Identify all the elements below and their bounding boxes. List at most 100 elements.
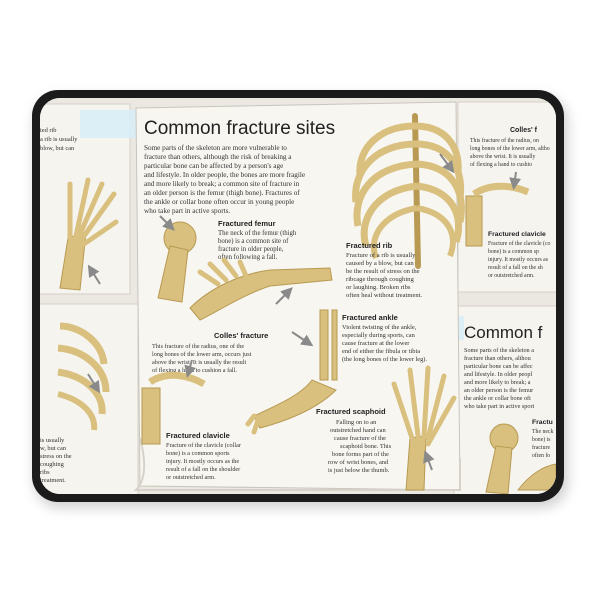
svg-text:or laughing. Broken ribs: or laughing. Broken ribs (346, 284, 411, 291)
intro-line: an older person is the femur (thigh bone… (144, 189, 300, 197)
svg-text:Some parts of the skeleton a: Some parts of the skeleton a (464, 347, 534, 354)
svg-text:caused by a blow, but can: caused by a blow, but can (346, 260, 414, 267)
right-poster-title: Common f (464, 323, 543, 342)
svg-text:particular bone can be affec: particular bone can be affec (464, 363, 533, 370)
svg-text:Falling on to an: Falling on to an (336, 419, 377, 426)
left-bottom-text: is usually w, but can stress on the coug… (40, 437, 72, 484)
svg-text:Fracture of a rib is usually: Fracture of a rib is usually (346, 252, 416, 259)
svg-text:The neck of the femur (thigh: The neck of the femur (thigh (218, 230, 297, 237)
svg-text:end of either the fibula or ti: end of either the fibula or tibia (342, 348, 420, 355)
svg-text:(the long bones of the lower l: (the long bones of the lower leg). (342, 356, 427, 363)
poster-curl (133, 437, 461, 491)
ankle-illustration (245, 309, 338, 435)
svg-text:Fracture of the clavicle (co: Fracture of the clavicle (co (488, 240, 551, 247)
svg-text:ted rib: ted rib (40, 127, 57, 134)
scaphoid-text: Falling on to an outstretched hand can c… (328, 419, 392, 474)
svg-text:and lifestyle. In older peopl: and lifestyle. In older peopl (464, 371, 532, 378)
right-intro: Some parts of the skeleton a fracture th… (464, 347, 535, 410)
right-top-label: Colles' f (510, 127, 538, 134)
svg-text:long bones of the lower arm, o: long bones of the lower arm, occurs just (152, 351, 252, 358)
svg-text:and more likely to break; a: and more likely to break; a (464, 379, 531, 386)
intro-line: the ankle or collar bone often occur in … (144, 198, 294, 206)
svg-text:often heal without treatment.: often heal without treatment. (346, 292, 423, 299)
svg-text:coughing: coughing (40, 461, 65, 468)
svg-text:bone) is a common sports: bone) is a common sports (166, 450, 230, 457)
clavicle-label: Fractured clavicle (166, 431, 230, 440)
poster-artwork: Common fracture sites Some parts of the … (40, 98, 556, 494)
svg-text:This fracture of the radius, o: This fracture of the radius, one of the (152, 343, 244, 350)
left-ribcage-illustration (57, 322, 110, 431)
svg-text:result of a fall on the should: result of a fall on the shoulder (166, 466, 240, 473)
svg-text:long bones of the lower arm, a: long bones of the lower arm, altho (470, 145, 550, 152)
svg-text:w, but can: w, but can (40, 445, 67, 452)
right-hand-illustration (516, 463, 556, 491)
svg-text:above the wrist. It is usually: above the wrist. It is usually (470, 154, 535, 160)
clavicle-illustration (141, 359, 206, 445)
right-top-text: This fracture of the radius, on long bon… (470, 137, 550, 168)
left-tape (80, 110, 136, 138)
svg-text:who take part in active sport: who take part in active sport (464, 403, 535, 410)
right-top-tile (457, 101, 556, 293)
left-top-text: ted rib a rib is usually blow, but can (40, 127, 78, 152)
right-femur-illustration (485, 423, 519, 494)
svg-text:bone) is a common site of: bone) is a common site of (218, 238, 289, 245)
scaphoid-illustration (391, 365, 457, 491)
svg-text:above the wrist. It is usually: above the wrist. It is usually the resul… (152, 359, 246, 366)
intro-line: fracture than others, although the risk … (144, 153, 292, 161)
intro-line: who take part in active sports. (144, 207, 230, 215)
colles-label: Colles' fracture (214, 331, 268, 340)
svg-text:bone forms part of the: bone forms part of the (332, 451, 389, 458)
ankle-label: Fractured ankle (342, 313, 398, 322)
svg-text:stress on the: stress on the (40, 453, 72, 460)
svg-text:often fo: often fo (532, 452, 550, 459)
svg-text:especially during sports, can: especially during sports, can (342, 332, 416, 339)
rib-text: Fracture of a rib is usually caused by a… (346, 252, 423, 299)
svg-text:Violent twisting of the ankle,: Violent twisting of the ankle, (342, 324, 417, 331)
svg-text:fracture than others, althou: fracture than others, althou (464, 355, 531, 362)
svg-text:scaphoid bone. This: scaphoid bone. This (340, 443, 392, 450)
svg-text:injury. It mostly occurs as th: injury. It mostly occurs as the (166, 458, 239, 465)
svg-text:fracture in older people,: fracture in older people, (218, 246, 284, 253)
svg-text:cause fracture of the: cause fracture of the (334, 435, 386, 442)
rib-label: Fractured rib (346, 241, 393, 250)
svg-text:bone) is a common sp: bone) is a common sp (488, 248, 539, 255)
right-clavicle-label: Fractured clavicle (488, 231, 546, 238)
femur-label: Fractured femur (218, 219, 276, 228)
left-hand-illustration (59, 177, 119, 291)
mouse-pad: Common fracture sites Some parts of the … (32, 90, 564, 502)
svg-text:blow, but can: blow, but can (40, 145, 75, 152)
svg-text:Fracture of the clavicle (coll: Fracture of the clavicle (collar (166, 442, 241, 449)
scaphoid-label: Fractured scaphoid (316, 407, 386, 416)
colles-text: This fracture of the radius, one of the … (152, 343, 252, 374)
hand-illustration (189, 257, 333, 321)
svg-text:or outstretched arm.: or outstretched arm. (488, 273, 535, 279)
intro-line: particular bone can be affected by a per… (144, 162, 283, 170)
poster-title: Common fracture sites (144, 118, 335, 139)
clavicle-text: Fracture of the clavicle (collar bone) i… (166, 442, 241, 481)
svg-text:ribs: ribs (40, 469, 50, 476)
svg-text:result of a fall on the sh: result of a fall on the sh (488, 264, 543, 271)
femur-illustration (157, 215, 197, 303)
svg-text:row of wrist bones, and: row of wrist bones, and (328, 459, 389, 466)
svg-text:be the result of stress on the: be the result of stress on the (346, 268, 420, 275)
svg-text:treatment.: treatment. (40, 477, 66, 484)
ankle-text: Violent twisting of the ankle, especiall… (342, 324, 427, 363)
mouse-pad-print: Common fracture sites Some parts of the … (40, 98, 556, 494)
svg-text:a rib is usually: a rib is usually (40, 136, 78, 143)
ribcage-illustration (352, 113, 465, 269)
svg-text:is usually: is usually (40, 437, 65, 444)
right-clavicle-illustration (465, 171, 530, 247)
right-clavicle-text: Fracture of the clavicle (co bone) is a … (488, 240, 551, 279)
right-femur-text: The neck bone) is fracture often fo (532, 429, 554, 459)
svg-text:outstretched hand can: outstretched hand can (330, 427, 387, 434)
svg-text:bone) is: bone) is (532, 436, 551, 443)
svg-text:This fracture of the radius, o: This fracture of the radius, on (470, 137, 539, 144)
svg-text:fracture: fracture (532, 444, 550, 451)
femur-text: The neck of the femur (thigh bone) is a … (218, 230, 297, 261)
svg-text:often following a fall.: often following a fall. (218, 254, 278, 261)
right-femur-label: Fractu (532, 419, 553, 426)
intro-line: and lifestyle. In older people, the bone… (144, 171, 305, 179)
intro-line: Some parts of the skeleton are more vuln… (144, 144, 287, 152)
intro-line: and more likely to break; a common site … (144, 180, 300, 188)
